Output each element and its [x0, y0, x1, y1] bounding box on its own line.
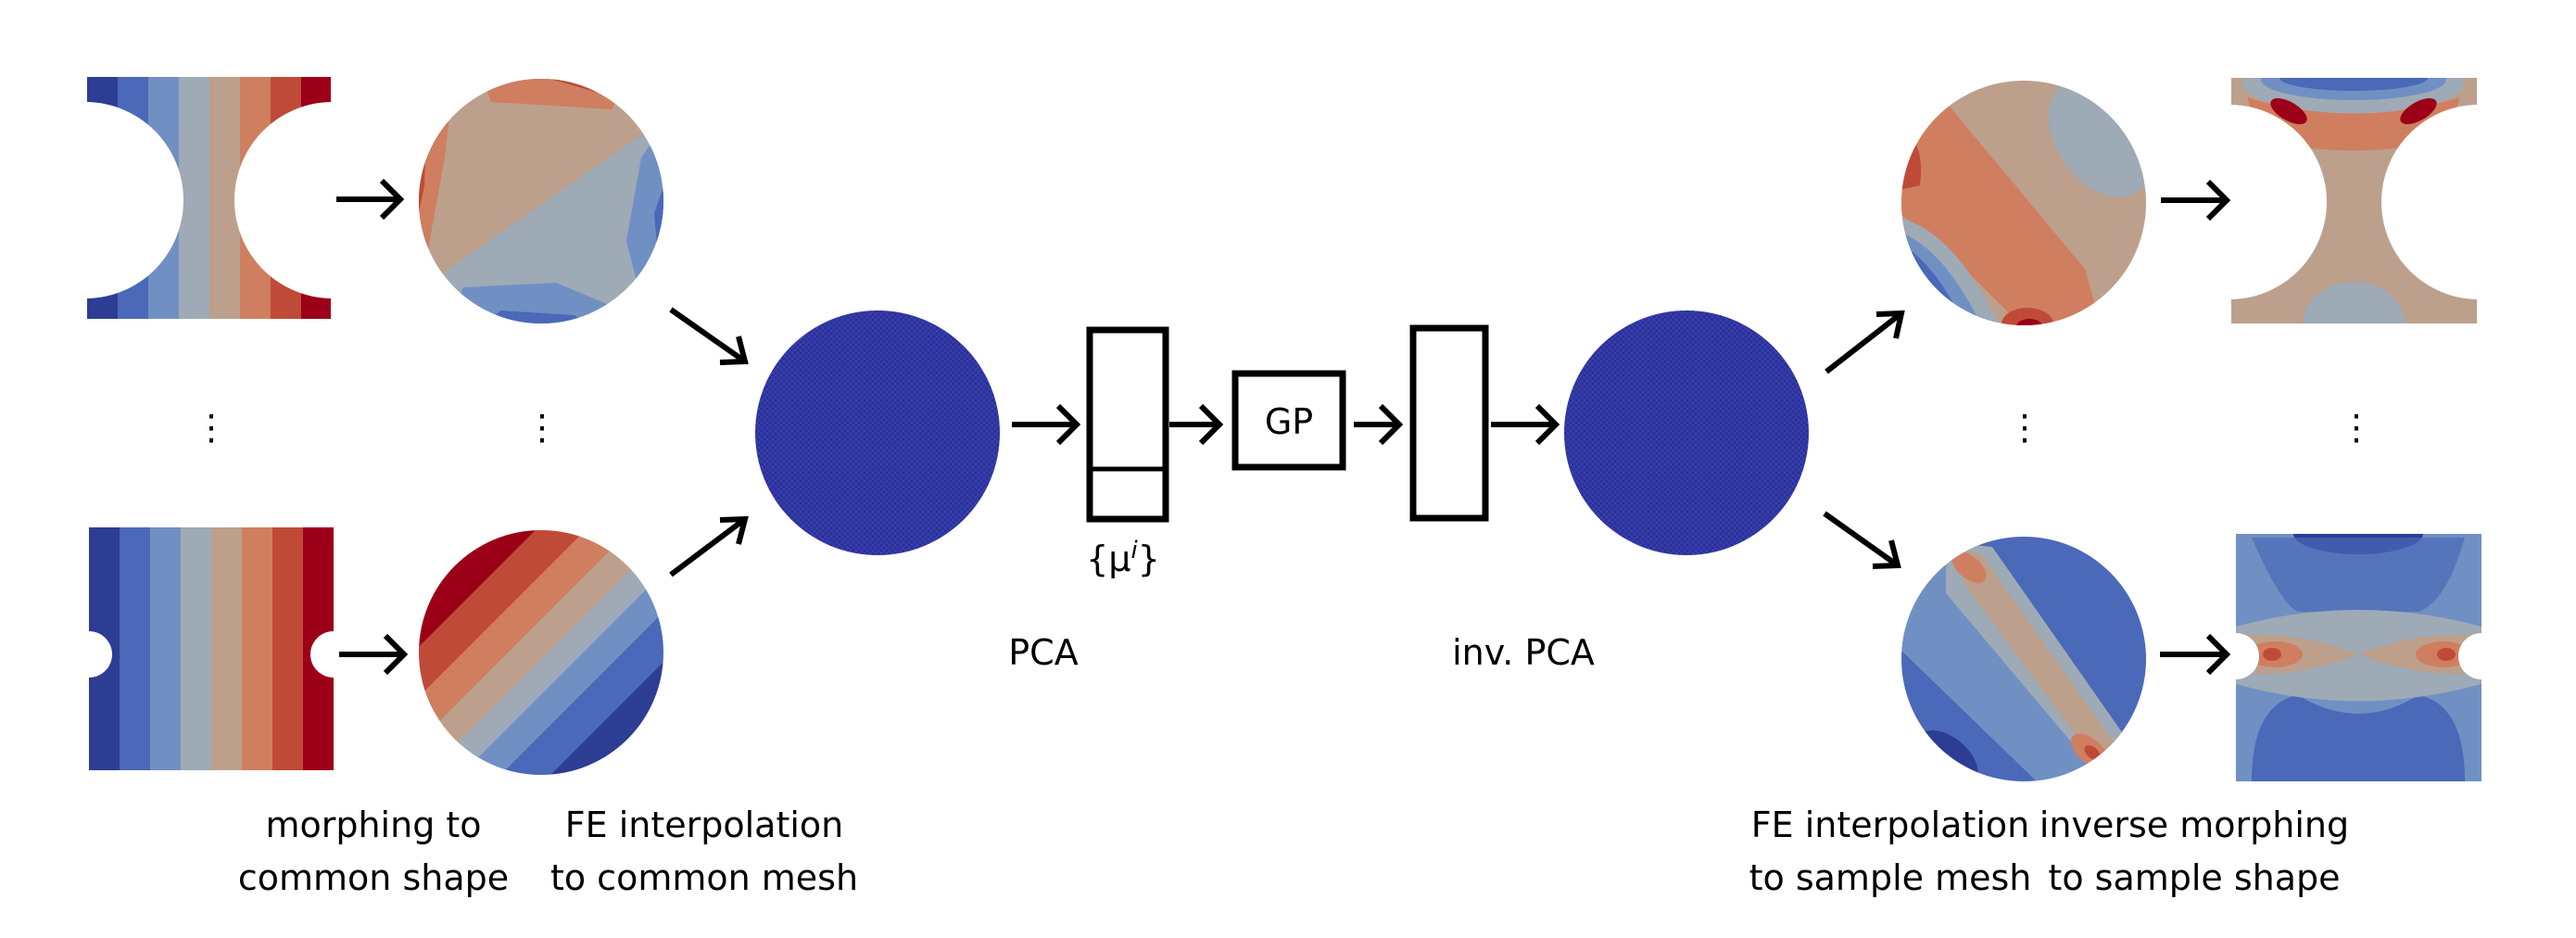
arrow-right-icon: [336, 178, 405, 221]
arrow-right-icon: [339, 633, 409, 676]
caption-fe-sample-line2: to sample mesh: [1749, 857, 2032, 898]
morphed-field-top: [419, 79, 663, 323]
ellipsis-morphed: ⋮: [524, 407, 560, 448]
caption-inverse-line2: to sample shape: [2048, 857, 2340, 898]
arrows: [336, 178, 2231, 676]
sample-shape-bottom: [66, 527, 357, 770]
sample-mesh-field-top: [1901, 81, 2146, 325]
reconstructed-shape-top: [2231, 78, 2477, 323]
arrow-right-icon: [1491, 403, 1560, 446]
common-mesh-circle-output: [1564, 311, 1809, 555]
mu-label: {μi}: [1086, 537, 1160, 579]
ellipsis-sample-mesh: ⋮: [2007, 407, 2042, 448]
caption-morphing-line1: morphing to: [265, 805, 481, 845]
pca-coefficient-vector: [1086, 326, 1169, 523]
gp-box: GP: [1231, 370, 1346, 471]
ellipsis-samples: ⋮: [194, 407, 229, 448]
caption-inverse-line1: inverse morphing: [2039, 805, 2349, 845]
sample-mesh-field-bottom: [1901, 537, 2146, 781]
arrow-up-right-icon: [669, 515, 749, 577]
gp-label: GP: [1265, 401, 1313, 442]
caption-morphing-line2: common shape: [238, 857, 509, 898]
sample-shape-top: [0, 77, 431, 319]
arrow-right-icon: [1354, 403, 1404, 446]
ellipsis-sample-shape: ⋮: [2339, 407, 2374, 448]
arrow-right-icon: [2160, 633, 2231, 676]
caption-fe-common-line2: to common mesh: [550, 857, 858, 898]
caption-fe-common-line1: FE interpolation: [565, 805, 844, 845]
common-mesh-circle-input: [755, 311, 1000, 555]
predicted-coefficient-vector: [1409, 324, 1489, 522]
caption-inv-pca: inv. PCA: [1452, 632, 1595, 673]
arrow-right-icon: [2161, 179, 2231, 222]
morphed-field-bottom: [419, 530, 663, 775]
arrow-right-icon: [1169, 403, 1224, 446]
arrow-down-right-icon: [669, 307, 749, 365]
arrow-down-right-icon: [1823, 511, 1901, 569]
caption-pca: PCA: [1008, 632, 1078, 673]
caption-fe-sample-line1: FE interpolation: [1751, 805, 2030, 845]
arrow-up-right-icon: [1825, 310, 1905, 374]
arrow-right-icon: [1012, 403, 1081, 446]
reconstructed-shape-bottom: [2236, 534, 2481, 781]
